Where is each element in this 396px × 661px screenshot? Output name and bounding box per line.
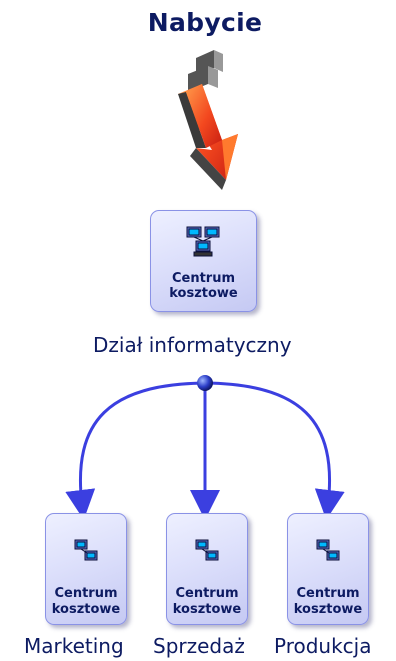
root-card-label-line1: Centrum bbox=[171, 271, 236, 286]
child-cost-center-card-sprzedaz[interactable]: Centrum kosztowe bbox=[166, 513, 248, 625]
connector-to-produkcja bbox=[204, 381, 345, 520]
network-computers-icon bbox=[316, 539, 340, 561]
diagram-title: Nabycie bbox=[147, 8, 263, 37]
network-computers-icon bbox=[74, 539, 98, 561]
child-card-label-line2: kosztowe bbox=[51, 602, 121, 617]
child-caption-marketing: Marketing bbox=[24, 634, 124, 658]
connector-to-marketing bbox=[65, 381, 206, 520]
child-card-label-line1: Centrum bbox=[175, 586, 239, 601]
child-card-label-line2: kosztowe bbox=[293, 602, 363, 617]
acquisition-arrow-icon bbox=[178, 50, 238, 190]
network-computers-icon bbox=[186, 226, 219, 257]
root-cost-center-card[interactable]: Centrum kosztowe bbox=[150, 210, 257, 312]
child-card-label-line2: kosztowe bbox=[172, 602, 242, 617]
connector-junction-knob bbox=[197, 375, 213, 391]
network-computers-icon bbox=[195, 539, 219, 561]
child-cost-center-card-marketing[interactable]: Centrum kosztowe bbox=[45, 513, 127, 625]
child-card-label-line1: Centrum bbox=[296, 586, 360, 601]
child-cost-center-card-produkcja[interactable]: Centrum kosztowe bbox=[287, 513, 369, 625]
child-caption-produkcja: Produkcja bbox=[274, 634, 372, 658]
child-card-label-line1: Centrum bbox=[54, 586, 118, 601]
root-card-label-line2: kosztowe bbox=[169, 286, 238, 301]
child-caption-sprzedaz: Sprzedaż bbox=[153, 634, 245, 658]
root-caption: Dział informatyczny bbox=[93, 333, 292, 357]
